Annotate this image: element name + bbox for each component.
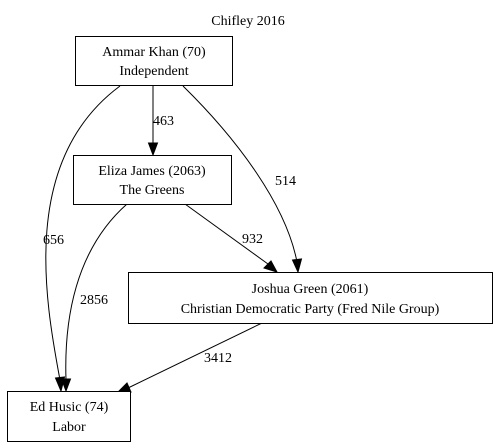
edge-eliza-joshua: 932 [184, 203, 279, 273]
edge-label: 2856 [80, 293, 108, 308]
edge-ammar-eliza: 463 [147, 86, 174, 157]
edge-line [65, 203, 128, 381]
node-ammar-khan: Ammar Khan (70) Independent [75, 36, 233, 86]
edge-label: 3412 [204, 351, 232, 366]
nodes: Ammar Khan (70) Independent Eliza James … [7, 36, 493, 442]
arrowhead [291, 258, 303, 274]
node-name: Joshua Green (2061) [252, 282, 369, 297]
node-name: Ammar Khan (70) [102, 45, 206, 60]
edges: 463 514 656 932 2856 [43, 85, 303, 394]
arrowhead [147, 142, 159, 157]
node-joshua-green: Joshua Green (2061) Christian Democratic… [128, 272, 493, 324]
diagram-title: Chifley 2016 [211, 14, 285, 29]
node-party: Christian Democratic Party (Fred Nile Gr… [181, 302, 440, 317]
edge-eliza-ed: 2856 [60, 203, 128, 393]
node-box [73, 155, 232, 205]
node-party: The Greens [120, 183, 185, 198]
node-party: Labor [52, 420, 86, 435]
node-ed-husic: Ed Husic (74) Labor [7, 391, 131, 442]
arrowhead [60, 378, 72, 393]
edge-joshua-ed: 3412 [115, 322, 263, 394]
node-party: Independent [119, 64, 188, 79]
node-name: Ed Husic (74) [30, 400, 109, 415]
edge-label: 463 [153, 114, 174, 129]
node-box [7, 391, 131, 442]
node-box [128, 272, 493, 324]
arrowhead [263, 260, 279, 273]
edge-line [184, 203, 269, 265]
edge-label: 656 [43, 233, 64, 248]
node-box [75, 36, 233, 86]
edge-line [127, 322, 263, 389]
edge-label: 514 [275, 174, 296, 189]
node-name: Eliza James (2063) [98, 164, 206, 179]
edge-ammar-ed: 656 [43, 85, 121, 393]
edge-ammar-joshua: 514 [182, 85, 303, 274]
edge-label: 932 [242, 232, 263, 247]
node-eliza-james: Eliza James (2063) The Greens [73, 155, 232, 205]
edge-line [45, 85, 121, 381]
edge-line [182, 85, 298, 263]
